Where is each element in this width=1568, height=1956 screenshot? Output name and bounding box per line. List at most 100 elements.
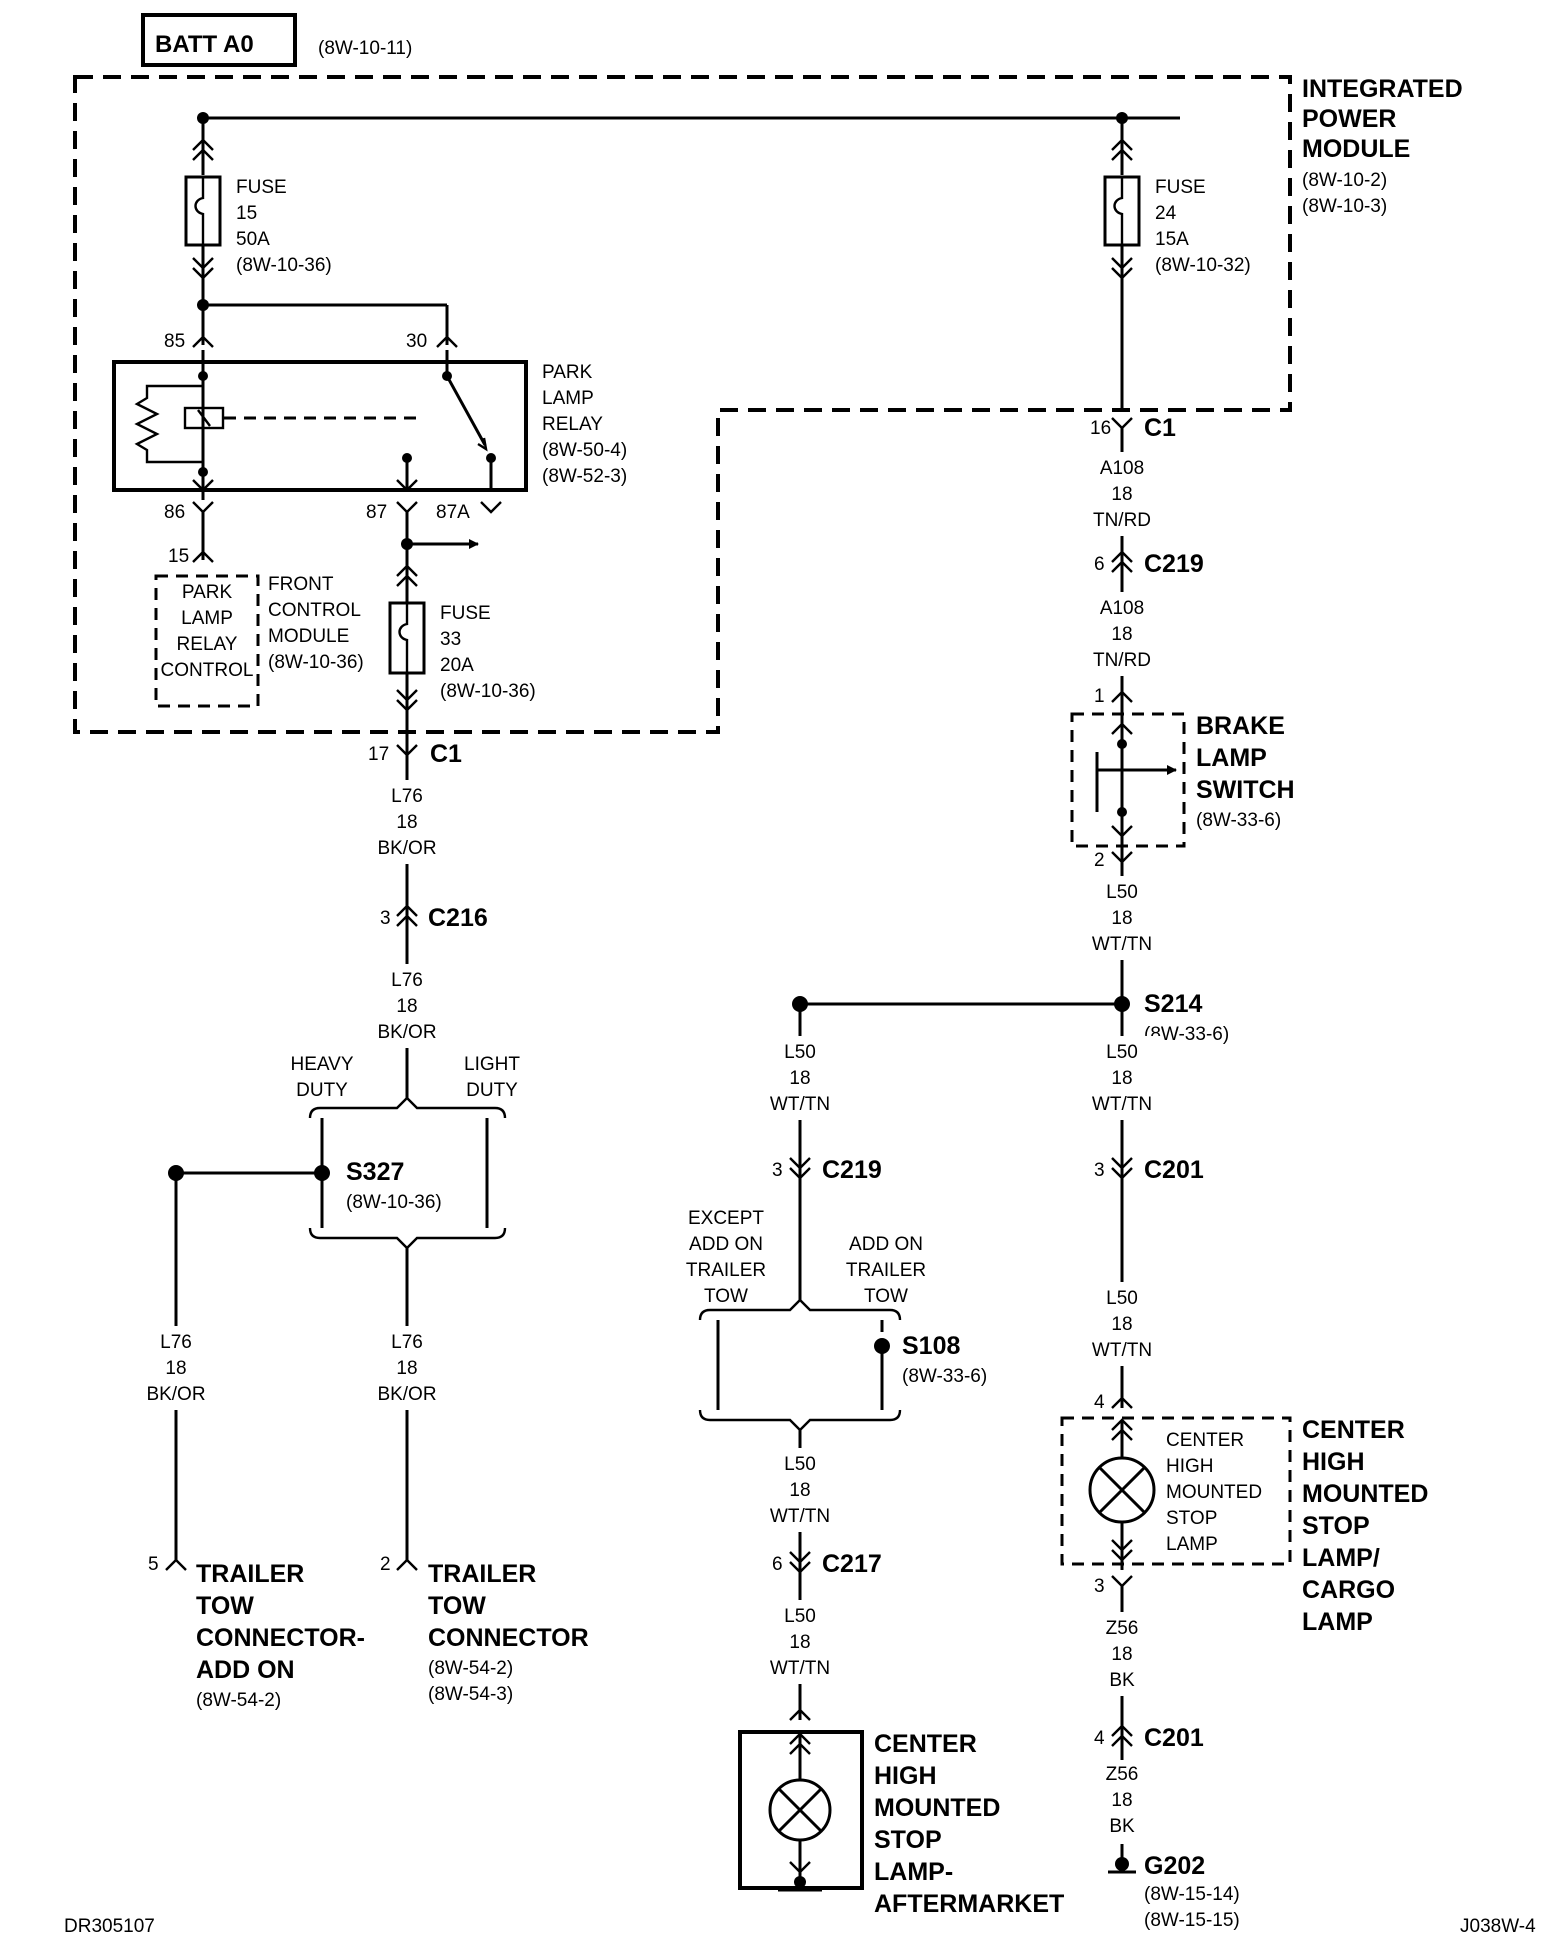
- batt-ref: (8W-10-11): [318, 38, 412, 59]
- c217-connector: 6 C217: [772, 1550, 882, 1578]
- trailer-tow-connector: 2 TRAILER TOW CONNECTOR (8W-54-2) (8W-54…: [380, 1554, 589, 1705]
- svg-text:CONTROL: CONTROL: [161, 660, 254, 681]
- svg-text:17: 17: [368, 744, 389, 765]
- svg-text:4: 4: [1094, 1728, 1105, 1749]
- svg-text:TN/RD: TN/RD: [1093, 510, 1151, 531]
- svg-text:(8W-10-36): (8W-10-36): [346, 1192, 442, 1213]
- svg-text:CENTER: CENTER: [874, 1730, 977, 1758]
- svg-text:18: 18: [789, 1480, 810, 1501]
- duty-option-brace: HEAVY DUTY LIGHT DUTY: [290, 1054, 520, 1250]
- svg-text:BATT A0: BATT A0: [155, 31, 254, 58]
- trailer-tow-option-brace: EXCEPT ADD ON TRAILER TOW ADD ON TRAILER…: [686, 1208, 926, 1432]
- wire-l50-label-6: L50 18 WT/TN: [760, 1600, 840, 1684]
- fuse-33: FUSE 33 20A (8W-10-36): [388, 512, 536, 760]
- svg-text:TRAILER: TRAILER: [428, 1560, 536, 1588]
- svg-text:DUTY: DUTY: [466, 1080, 518, 1101]
- svg-text:C201: C201: [1144, 1156, 1204, 1184]
- svg-text:RELAY: RELAY: [177, 634, 238, 655]
- svg-text:WT/TN: WT/TN: [1092, 1094, 1152, 1115]
- svg-text:18: 18: [396, 812, 417, 833]
- c1-left-connector: 17 C1: [368, 740, 462, 768]
- svg-text:AFTERMARKET: AFTERMARKET: [874, 1890, 1064, 1918]
- svg-text:HIGH: HIGH: [1302, 1448, 1365, 1476]
- svg-text:TRAILER: TRAILER: [846, 1260, 926, 1281]
- battery-bus: [197, 112, 1180, 124]
- c201-lower-connector: 4 C201: [1094, 1724, 1204, 1752]
- wire-l50-label-3: L50 18 WT/TN: [1082, 1282, 1162, 1366]
- footer-code-right: J038W-4: [1460, 1916, 1536, 1937]
- batt-a0-box: BATT A0: [141, 13, 297, 67]
- svg-text:C1: C1: [430, 740, 462, 768]
- svg-text:HIGH: HIGH: [874, 1762, 937, 1790]
- svg-text:S327: S327: [346, 1158, 404, 1186]
- wire-z56-label-2: Z56 18 BK: [1086, 1760, 1158, 1844]
- svg-text:WT/TN: WT/TN: [770, 1658, 830, 1679]
- svg-text:RELAY: RELAY: [542, 414, 603, 435]
- svg-text:18: 18: [1111, 1644, 1132, 1665]
- svg-text:87: 87: [366, 502, 387, 523]
- svg-text:WT/TN: WT/TN: [1092, 934, 1152, 955]
- svg-text:MOUNTED: MOUNTED: [1166, 1482, 1262, 1503]
- footer-code-left: DR305107: [64, 1916, 155, 1937]
- svg-text:BK/OR: BK/OR: [377, 1022, 436, 1043]
- trailer-tow-connector-add-on: 5 TRAILER TOW CONNECTOR- ADD ON (8W-54-2…: [148, 1554, 365, 1711]
- c201-upper-connector: 3 C201: [1094, 1156, 1204, 1184]
- svg-text:(8W-54-3): (8W-54-3): [428, 1684, 513, 1705]
- svg-text:6: 6: [1094, 554, 1105, 575]
- svg-text:24: 24: [1155, 203, 1177, 224]
- svg-text:50A: 50A: [236, 229, 270, 250]
- svg-text:TOW: TOW: [428, 1592, 486, 1620]
- svg-text:18: 18: [789, 1068, 810, 1089]
- svg-text:DUTY: DUTY: [296, 1080, 348, 1101]
- svg-text:C216: C216: [428, 904, 488, 932]
- wire-l50-label-2: L50 18 WT/TN: [1082, 1036, 1162, 1120]
- c219-upper-connector: 6 C219: [1094, 550, 1204, 578]
- svg-text:BK/OR: BK/OR: [377, 1384, 436, 1405]
- svg-text:MODULE: MODULE: [1302, 135, 1410, 163]
- chmsl-cargo-lamp: 4 CENTER HIGH MOUNTED STOP LAMP 3 CENTER…: [1060, 1392, 1428, 1636]
- svg-text:18: 18: [1111, 1790, 1132, 1811]
- splice-s327: S327 (8W-10-36): [168, 1158, 442, 1213]
- svg-text:L50: L50: [1106, 882, 1138, 903]
- svg-text:FUSE: FUSE: [1155, 177, 1206, 198]
- svg-text:33: 33: [440, 629, 461, 650]
- svg-text:LAMP/: LAMP/: [1302, 1544, 1380, 1572]
- svg-text:2: 2: [1094, 850, 1105, 871]
- svg-text:SWITCH: SWITCH: [1196, 776, 1295, 804]
- svg-text:LAMP: LAMP: [181, 608, 233, 629]
- svg-text:CENTER: CENTER: [1302, 1416, 1405, 1444]
- wire-l50-label-5: L50 18 WT/TN: [760, 1448, 840, 1532]
- brake-lamp-switch: 1 2 BRAKE LAMP SWITCH (8W-33-6): [1070, 686, 1295, 871]
- svg-text:3: 3: [1094, 1576, 1105, 1597]
- svg-text:18: 18: [1111, 484, 1132, 505]
- svg-text:(8W-54-2): (8W-54-2): [196, 1690, 281, 1711]
- svg-text:(8W-10-36): (8W-10-36): [236, 255, 332, 276]
- svg-text:(8W-10-36): (8W-10-36): [268, 652, 364, 673]
- svg-text:MODULE: MODULE: [268, 626, 349, 647]
- wire-l76-label-1: L76 18 BK/OR: [370, 780, 446, 864]
- svg-text:Z56: Z56: [1106, 1618, 1139, 1639]
- svg-text:18: 18: [1111, 1068, 1132, 1089]
- svg-text:(8W-15-15): (8W-15-15): [1144, 1910, 1240, 1931]
- wire-l76-label-2: L76 18 BK/OR: [370, 964, 446, 1048]
- svg-text:87A: 87A: [436, 502, 470, 523]
- svg-text:3: 3: [1094, 1160, 1105, 1181]
- svg-text:18: 18: [1111, 908, 1132, 929]
- svg-text:ADD ON: ADD ON: [849, 1234, 923, 1255]
- svg-text:LAMP: LAMP: [1166, 1534, 1218, 1555]
- c219-lower-connector: 3 C219: [772, 1156, 882, 1184]
- svg-text:15: 15: [168, 546, 189, 567]
- svg-text:18: 18: [396, 996, 417, 1017]
- chmsl-aftermarket: CENTER HIGH MOUNTED STOP LAMP- AFTERMARK…: [738, 1708, 1064, 1918]
- wire-l76-label-3: L76 18 BK/OR: [139, 1326, 215, 1410]
- svg-text:(8W-10-3): (8W-10-3): [1302, 196, 1387, 217]
- svg-text:ADD ON: ADD ON: [689, 1234, 763, 1255]
- svg-text:S214: S214: [1144, 990, 1202, 1018]
- svg-text:(8W-15-14): (8W-15-14): [1144, 1884, 1240, 1905]
- wire-l76-label-4: L76 18 BK/OR: [370, 1326, 446, 1410]
- svg-text:A108: A108: [1100, 458, 1144, 479]
- svg-text:TN/RD: TN/RD: [1093, 650, 1151, 671]
- svg-text:15: 15: [236, 203, 257, 224]
- svg-text:30: 30: [406, 331, 427, 352]
